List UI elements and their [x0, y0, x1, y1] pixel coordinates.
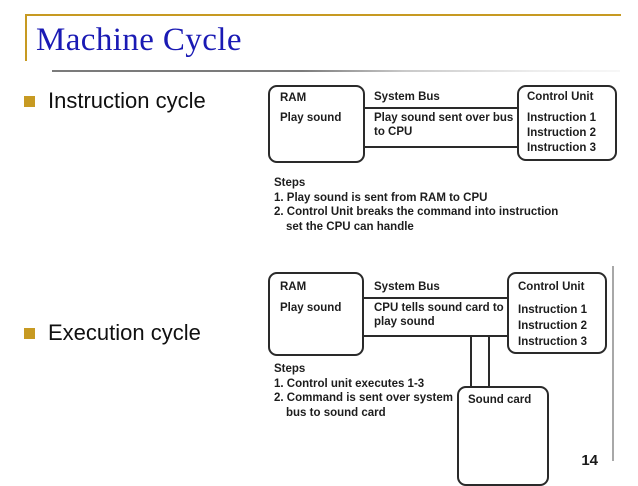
steps-block: Steps 1. Play sound is sent from RAM to …: [274, 176, 604, 234]
control-unit-instruction-2: Instruction 2: [527, 127, 597, 139]
steps-item-2-continued: bus to sound card: [286, 406, 386, 419]
figure-right-edge-rule: [612, 266, 614, 461]
square-bullet-icon: [24, 95, 35, 107]
title-left-accent-bar: [25, 14, 27, 61]
control-unit-instruction-3: Instruction 3: [518, 336, 588, 348]
ram-title: RAM: [280, 92, 307, 104]
page-number: 14: [581, 452, 598, 469]
control-unit-title: Control Unit: [527, 91, 594, 103]
bullet-item-execution-cycle: Execution cycle: [24, 320, 201, 346]
page-title: Machine Cycle: [36, 22, 242, 58]
steps-item-1: 1. Play sound is sent from RAM to CPU: [274, 191, 488, 204]
steps-item-2-continued: set the CPU can handle: [286, 220, 414, 233]
bus-line-lower: [364, 335, 508, 337]
steps-block: Steps 1. Control unit executes 1-3 2. Co…: [274, 362, 464, 420]
control-unit-instruction-2: Instruction 2: [518, 320, 588, 332]
bus-line-lower: [365, 146, 518, 148]
ram-box: [268, 85, 365, 163]
control-unit-instruction-1: Instruction 1: [518, 304, 588, 316]
sound-card-box: [457, 386, 549, 486]
system-bus-title: System Bus: [374, 281, 440, 293]
bullet-label: Execution cycle: [48, 320, 201, 345]
ram-title: RAM: [280, 281, 307, 293]
control-unit-instruction-3: Instruction 3: [527, 142, 597, 154]
control-unit-box: [507, 272, 607, 354]
system-bus-title: System Bus: [374, 91, 440, 103]
bus-line-upper: [364, 297, 508, 299]
steps-item-2: 2. Command is sent over system: [274, 392, 453, 404]
bus-line-upper: [365, 107, 518, 109]
bus-drop-line-right: [488, 335, 490, 387]
steps-item-1: 1. Control unit executes 1-3: [274, 377, 425, 390]
system-bus-detail: CPU tells sound card to play sound: [374, 302, 504, 328]
ram-detail: Play sound: [280, 302, 342, 314]
bullet-label: Instruction cycle: [48, 88, 206, 113]
instruction-cycle-diagram: RAM Play sound System Bus Play sound sen…: [268, 85, 617, 234]
steps-item-2: 2. Control Unit breaks the command into …: [274, 206, 559, 218]
bus-drop-line-left: [470, 335, 472, 387]
bullet-item-instruction-cycle: Instruction cycle: [24, 88, 206, 114]
sound-card-title: Sound card: [468, 394, 532, 406]
control-unit-box: [517, 85, 617, 161]
title-underline-rule: [52, 70, 620, 72]
control-unit-title: Control Unit: [518, 281, 585, 293]
steps-heading: Steps: [274, 363, 306, 375]
top-accent-rule: [25, 14, 621, 16]
steps-heading: Steps: [274, 177, 306, 189]
square-bullet-icon: [24, 327, 35, 339]
system-bus-detail: Play sound sent over bus to CPU: [374, 112, 514, 138]
ram-detail: Play sound: [280, 112, 342, 124]
ram-box: [268, 272, 364, 356]
control-unit-instruction-1: Instruction 1: [527, 112, 597, 124]
